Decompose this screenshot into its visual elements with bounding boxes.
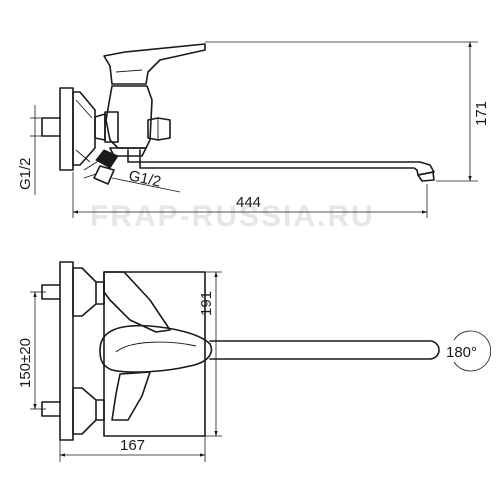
inlet-pipe: [41, 117, 61, 137]
inlet-thread-label: G1/2: [17, 157, 34, 190]
front-wall-plate: [59, 261, 74, 441]
front-view: 191 150±20 167 180°: [17, 261, 492, 462]
eccentric-body: [104, 111, 119, 143]
spout: [127, 149, 435, 176]
upper-eccentric: [72, 267, 97, 317]
upper-wing: [103, 271, 171, 333]
outlet-thread-label: G1/2: [127, 167, 162, 190]
front-handle: [99, 324, 213, 373]
aerator: [417, 171, 435, 182]
rotation-arc: [453, 330, 492, 372]
length-dim-label: 444: [236, 194, 261, 211]
depth-label: 167: [120, 437, 145, 454]
handle-lever: [103, 43, 206, 85]
height-dim-label: 171: [473, 101, 490, 126]
front-mixer-body: [103, 271, 206, 437]
spacing-label: 150±20: [17, 338, 34, 388]
watermark: FRAP-RUSSIA.RU: [90, 200, 375, 233]
front-spout: [209, 340, 440, 360]
front-height-label: 191: [198, 291, 215, 316]
side-view: 171 444 G1/2 G1/2: [17, 41, 490, 218]
lower-eccentric: [72, 387, 97, 435]
shower-outlet: [95, 149, 119, 169]
mixer-body: [105, 85, 153, 149]
lower-wing: [111, 371, 151, 421]
eccentric-nut: [94, 113, 106, 141]
rotation-label: 180°: [446, 344, 477, 361]
wall-bracket: [72, 91, 96, 166]
wall-plate: [59, 87, 74, 171]
